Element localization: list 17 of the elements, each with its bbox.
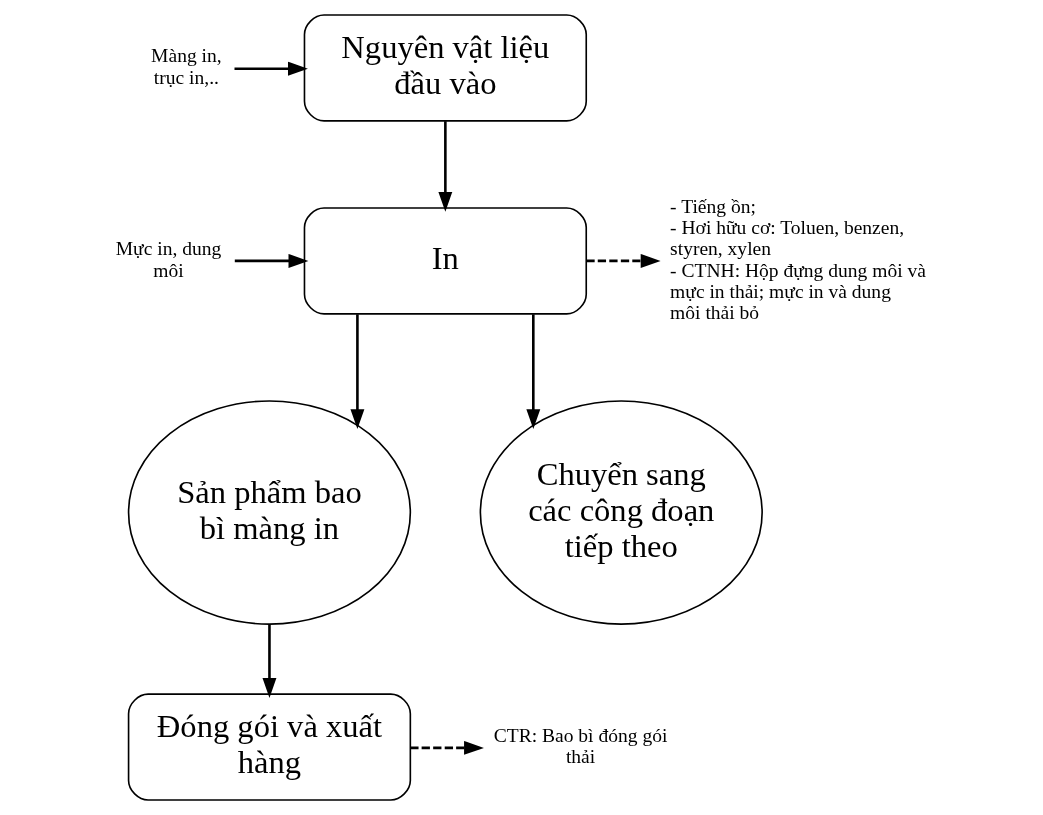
node-box: In — [303, 207, 588, 315]
arrow — [234, 253, 309, 268]
arrow — [234, 61, 308, 76]
node-box: Đóng gói và xuất hàng — [127, 693, 412, 801]
node-ellipse: Sản phẩm bao bì màng in — [127, 400, 412, 625]
node-text: Mực in, dung môi — [115, 238, 222, 281]
node-text: Màng in, trục in,.. — [151, 45, 222, 88]
arrow — [526, 314, 541, 430]
node-text: - Tiếng ồn; - Hơi hữu cơ: Toluen, benzen, styren, xylen - CTNH: Hộp đựng dung môi và mực in thải; mực in và dung môi thải bỏ — [670, 196, 926, 323]
node-ellipse: Chuyển sang các công đoạn tiếp theo — [479, 400, 763, 625]
arrow — [350, 314, 365, 430]
arrow — [586, 253, 661, 268]
arrow — [438, 121, 453, 212]
node-box: Nguyên vật liệu đầu vào — [303, 14, 588, 122]
node-text: CTR: Bao bì đóng gói thải — [493, 724, 668, 767]
arrow — [262, 624, 277, 698]
arrow — [410, 740, 484, 755]
